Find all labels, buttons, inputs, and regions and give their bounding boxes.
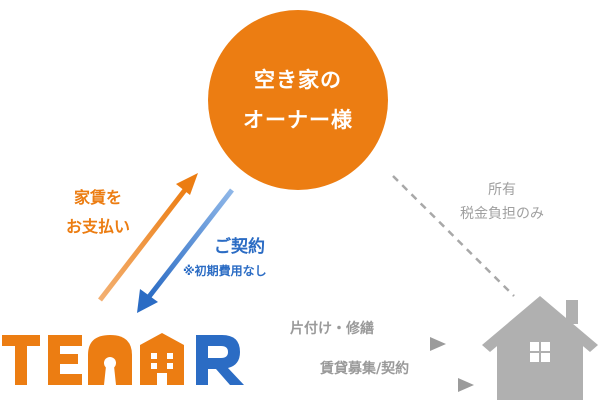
owner-duty-line-2: 税金負担のみ [460,206,544,222]
service-label-repair: 片付け・修繕 [290,321,374,337]
contract-label: ご契約 [214,237,265,257]
teamr-logo-mark [2,333,244,385]
owner-line-2: オーナー様 [243,108,353,132]
owner-duty-line-1: 所有 [488,182,516,198]
contract-arrow [137,188,234,313]
owner-circle: 空き家の オーナー様 [208,10,388,190]
owner-duty-label: 所有 税金負担のみ [440,178,564,226]
teamr-logo: TEAMR [2,333,264,397]
contract-note: ※初期費用なし [183,264,267,278]
rent-line-1: 家賃を [73,188,122,207]
house-icon [482,296,598,400]
rent-arrow [98,173,198,302]
service-label-rental: 賃貸募集/契約 [320,361,410,377]
ownership-dashed-line [392,175,515,297]
rent-line-2: お支払い [65,217,130,236]
rent-label: 家賃を お支払い [48,183,148,241]
owner-line-1: 空き家の [254,68,342,92]
service-arrow-1 [272,337,446,351]
service-arrow-2 [300,378,474,392]
